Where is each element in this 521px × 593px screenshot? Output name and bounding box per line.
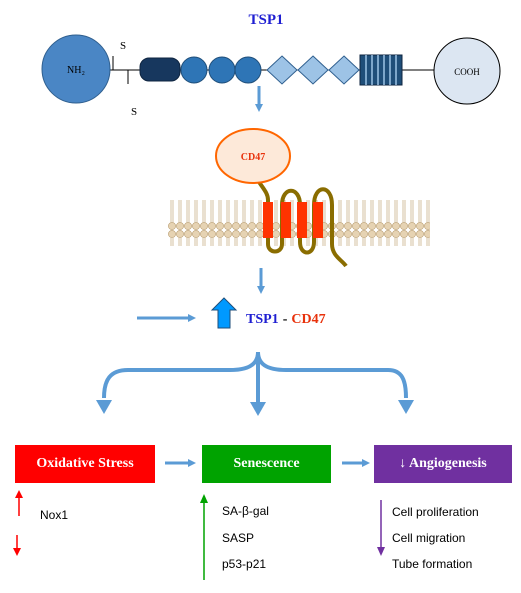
branching-arrows [102, 351, 408, 402]
senescence-up-arrow [200, 494, 208, 580]
angiogenesis-down-arrow [377, 500, 385, 556]
type1-repeat-2 [297, 55, 329, 85]
marker-nox1: Nox1 [40, 508, 69, 522]
disulfide-label-top: S [120, 40, 126, 52]
c-terminal-domain [433, 37, 501, 105]
disulfide-label-bottom: S [131, 106, 137, 118]
complex-tsp1: TSP1 [246, 312, 279, 327]
oligomerization-domain [139, 57, 181, 82]
complex-dash: - [283, 312, 288, 327]
cd47-helix-2 [281, 202, 291, 238]
type3-repeats [359, 54, 403, 86]
cd47-label: CD47 [241, 152, 265, 163]
protein-title: TSP1 [248, 12, 283, 28]
type1-repeat-1 [266, 55, 298, 85]
n-terminal-domain [41, 34, 111, 104]
type1-repeat-3 [328, 55, 360, 85]
branch-head-left [96, 400, 112, 414]
procollagen-domain-3 [234, 56, 262, 84]
cd47-helix-3 [297, 202, 307, 238]
marker-p53-p21: p53-p21 [222, 557, 267, 571]
down-arrow-red [13, 535, 21, 556]
increase-arrow [210, 297, 238, 329]
branch-head-center [250, 402, 266, 416]
senescence-box: Senescence [202, 445, 331, 483]
marker-sa-beta-gal: SA-β-gal [222, 504, 269, 518]
marker-tube-formation: Tube formation [392, 557, 473, 571]
marker-sasp: SASP [222, 531, 255, 545]
c-terminus-label: COOH [454, 67, 480, 77]
complex-label: TSP1-CD47 [246, 312, 326, 327]
procollagen-domain-1 [180, 56, 208, 84]
complex-cd47: CD47 [291, 312, 325, 327]
cd47-helix-4 [313, 202, 323, 238]
marker-cell-proliferation: Cell proliferation [392, 505, 479, 519]
oxidative-stress-box: Oxidative Stress [15, 445, 155, 483]
procollagen-domain-2 [208, 56, 236, 84]
nox1-up-arrow [15, 490, 23, 516]
marker-cell-migration: Cell migration [392, 531, 466, 545]
branch-head-right [398, 400, 414, 414]
n-terminus-label: NH₂ [67, 65, 85, 76]
cd47-receptor [215, 128, 291, 184]
angiogenesis-box: ↓ Angiogenesis [374, 445, 512, 483]
cd47-helix-1 [263, 202, 273, 238]
